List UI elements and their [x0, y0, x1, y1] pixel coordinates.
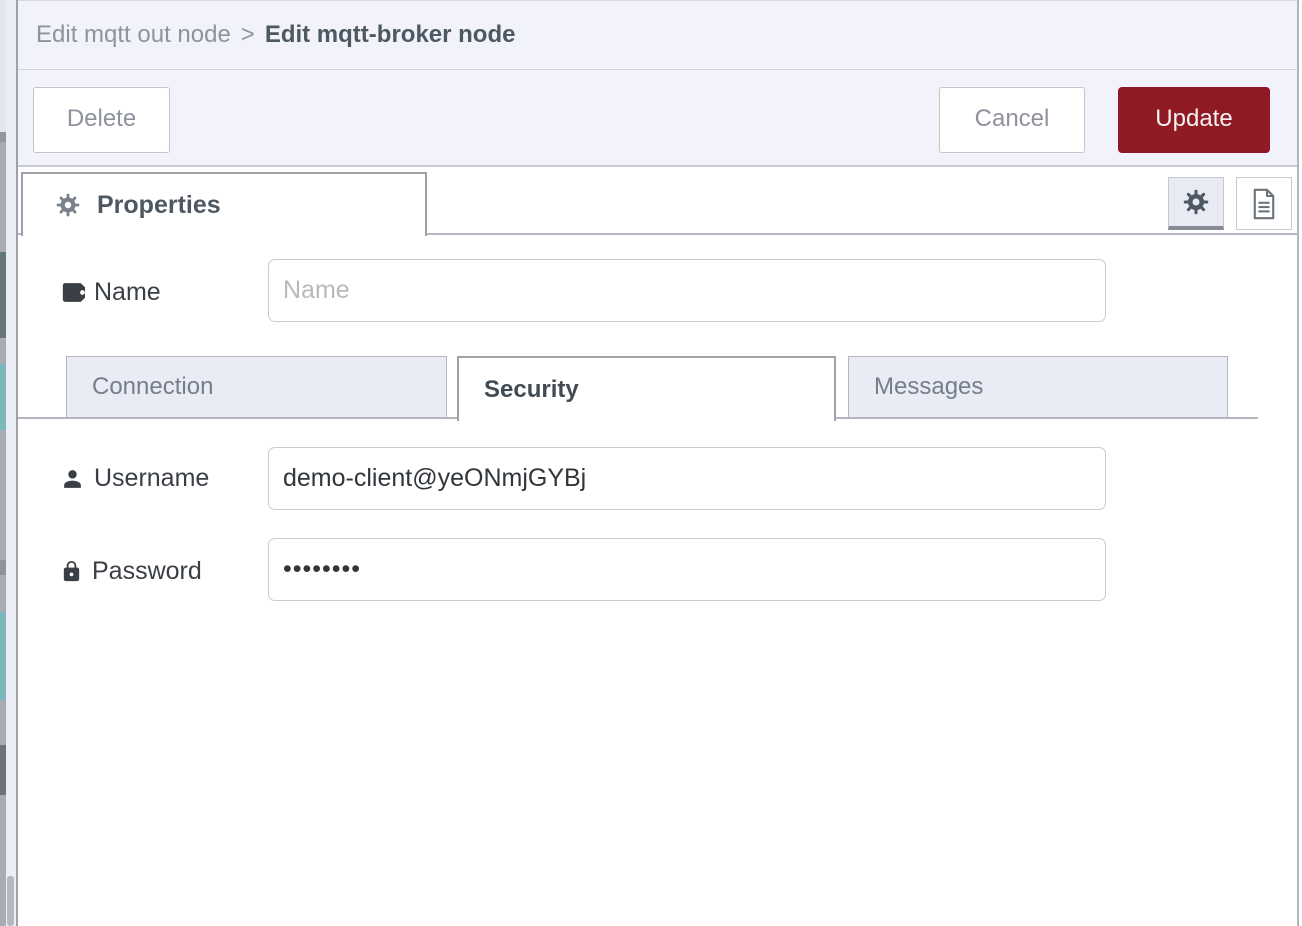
username-label: Username: [60, 464, 209, 493]
password-input[interactable]: [268, 538, 1106, 601]
document-icon: [1249, 188, 1279, 220]
password-label: Password: [60, 557, 202, 586]
name-input[interactable]: [268, 259, 1106, 322]
node-settings-button[interactable]: [1168, 177, 1224, 230]
breadcrumb-current: Edit mqtt-broker node: [264, 21, 516, 48]
breadcrumb-parent[interactable]: Edit mqtt out node: [36, 21, 231, 48]
gear-icon: [1182, 188, 1210, 216]
properties-row-divider: [18, 233, 1299, 235]
cancel-button[interactable]: Cancel: [939, 87, 1085, 153]
breadcrumb-separator: >: [240, 21, 255, 48]
palette-edge: [0, 0, 6, 926]
properties-tab-label: Properties: [97, 190, 221, 219]
workspace-edge-backdrop: [0, 0, 18, 926]
delete-button[interactable]: Delete: [33, 87, 170, 153]
password-label-text: Password: [92, 557, 202, 585]
tag-icon: [60, 280, 85, 305]
user-icon: [60, 466, 85, 491]
dialog-header: Edit mqtt out node > Edit mqtt-broker no…: [18, 0, 1297, 70]
tab-properties[interactable]: Properties: [21, 172, 427, 236]
lock-icon: [60, 559, 83, 584]
tab-messages[interactable]: Messages: [848, 356, 1228, 418]
dialog-button-bar: Delete Cancel Update: [18, 70, 1297, 167]
scrollbar-thumb[interactable]: [7, 876, 14, 926]
tab-security[interactable]: Security: [457, 356, 836, 421]
tab-connection[interactable]: Connection: [66, 356, 447, 418]
node-description-button[interactable]: [1236, 177, 1292, 230]
gear-icon: [55, 192, 81, 218]
username-label-text: Username: [94, 464, 210, 492]
edit-node-dialog: Edit mqtt out node > Edit mqtt-broker no…: [18, 0, 1299, 926]
update-button[interactable]: Update: [1118, 87, 1270, 153]
name-label-text: Name: [94, 278, 161, 306]
name-label: Name: [60, 278, 161, 307]
username-input[interactable]: [268, 447, 1106, 510]
